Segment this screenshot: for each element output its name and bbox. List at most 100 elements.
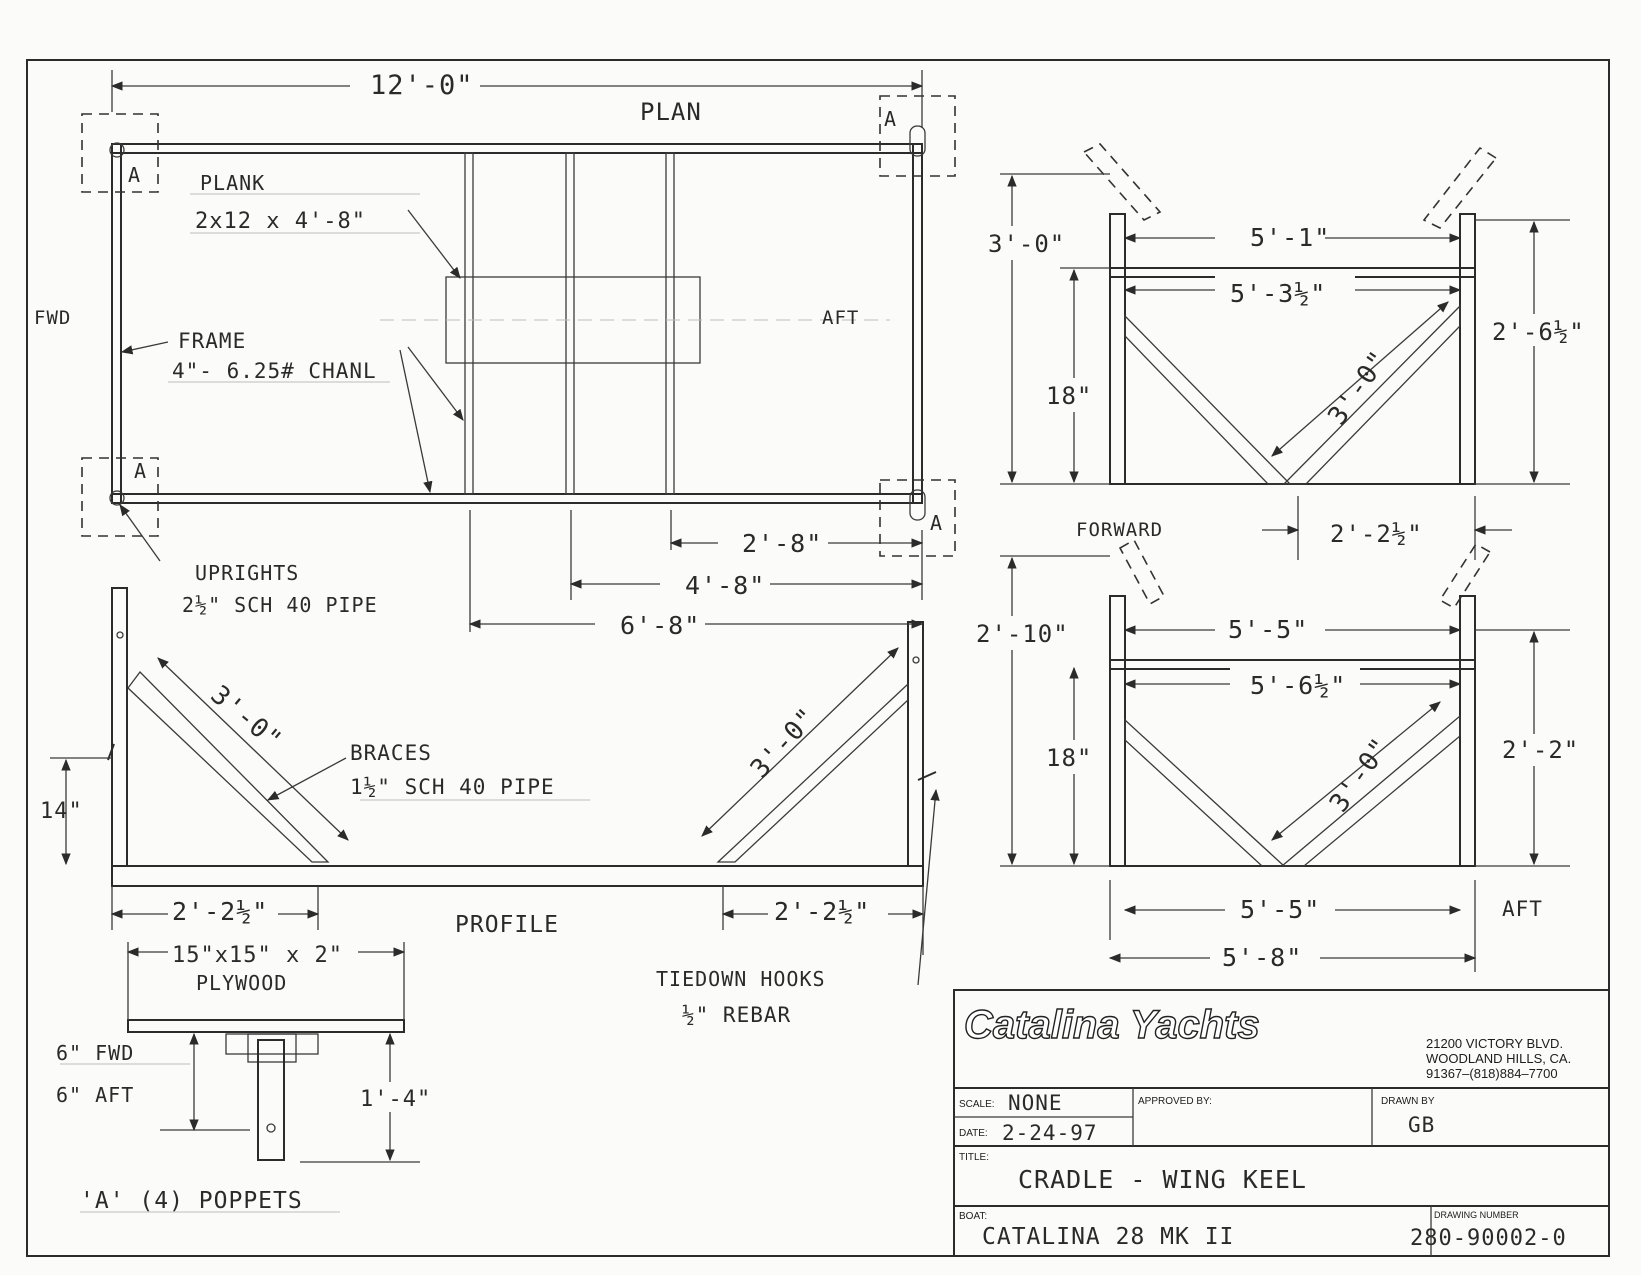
fwd-crossbar — [1109, 267, 1476, 278]
poppet-mark-3: A — [884, 107, 897, 131]
aft-crossbar — [1109, 659, 1476, 670]
plan-dim-2-8: 2'-8" — [742, 529, 822, 558]
plan-crossmember-2 — [565, 152, 575, 495]
aft-upright-right — [1459, 595, 1476, 867]
profile-base-frame — [111, 865, 924, 887]
profile-brace-aft-length: 3'-0" — [745, 702, 823, 784]
aft-brace-length: 3'-0" — [1324, 732, 1396, 817]
company-logo: Catalina Yachts — [964, 1003, 1260, 1047]
tiedown-size: ½" REBAR — [682, 1003, 791, 1027]
aft-height-18: 18" — [1046, 744, 1092, 772]
poppet-box-fwd-top — [81, 113, 159, 193]
plank-label: PLANK — [200, 171, 265, 195]
uprights-label: UPRIGHTS — [195, 561, 299, 585]
title-block: Catalina Yachts 21200 VICTORY BLVD. WOOD… — [953, 989, 1610, 1257]
date-value: 2-24-97 — [1002, 1121, 1098, 1145]
fwd-height-upper: 3'-0" — [988, 230, 1065, 258]
plank-size: 2x12 x 4'-8" — [195, 209, 366, 234]
aft-right-height: 2'-2" — [1502, 736, 1579, 764]
plan-plank — [445, 276, 701, 364]
fwd-poppet-arm-right — [1422, 146, 1498, 230]
plan-dim-4-8: 4'-8" — [685, 571, 765, 600]
title-label: TITLE: — [959, 1152, 989, 1163]
poppet-mark-4: A — [930, 511, 943, 535]
poppet-detail: 15"x15" x 2" PLYWOOD 6" FWD 6" AFT 1'-4"… — [56, 938, 431, 1214]
drawing-number-label: DRAWING NUMBER — [1434, 1210, 1519, 1220]
company-address-3: 91367–(818)884–7700 — [1426, 1066, 1558, 1081]
frame-label: FRAME — [178, 329, 246, 353]
plan-frame-fwd — [111, 143, 122, 504]
poppet-box-aft-bottom — [879, 479, 956, 557]
poppet-pad — [127, 1019, 405, 1033]
plan-frame-top — [111, 143, 923, 154]
scale-value: NONE — [1008, 1091, 1063, 1115]
braces-label: BRACES — [350, 741, 432, 765]
plan-fwd-label: FWD — [34, 307, 71, 329]
braces-size: 1½" SCH 40 PIPE — [350, 775, 555, 799]
fwd-upright-right — [1459, 213, 1476, 485]
plan-dim-6-8: 6'-8" — [620, 611, 700, 640]
plan-title: PLAN — [640, 98, 702, 126]
poppet-box-aft-top — [879, 95, 956, 177]
aft-view: 2'-10" 5'-5" 5'-6½" 18" 3'-0" 2'-2" 5'-5… — [975, 538, 1582, 974]
poppet-box-fwd-bottom — [81, 457, 159, 537]
plan-length: 12'-0" — [370, 70, 474, 101]
fwd-bottom-dim: 2'-2½" — [1330, 520, 1423, 548]
aft-poppet-arm-right — [1438, 542, 1492, 610]
drawn-by-value: GB — [1408, 1113, 1435, 1137]
profile-title: PROFILE — [455, 912, 559, 938]
date-label: DATE: — [959, 1128, 988, 1139]
aft-brace-left — [1124, 718, 1286, 867]
plan-frame-aft — [912, 143, 923, 504]
profile-brace-aft — [716, 682, 909, 863]
fwd-height-18: 18" — [1046, 382, 1092, 410]
plan-aft-label: AFT — [822, 307, 859, 329]
aft-base-width: 5'-5" — [1240, 895, 1320, 924]
drawing-title: CRADLE - WING KEEL — [1018, 1165, 1307, 1194]
aft-label: AFT — [1502, 897, 1543, 921]
poppet-pad-material: PLYWOOD — [196, 971, 287, 995]
aft-height-upper: 2'-10" — [976, 620, 1069, 648]
poppet-circle-aft-bottom — [909, 489, 926, 521]
boat-value: CATALINA 28 MK II — [982, 1224, 1234, 1250]
poppet-mark-1: A — [128, 163, 141, 187]
tiedown-label: TIEDOWN HOOKS — [656, 967, 826, 991]
approved-label: APPROVED BY: — [1138, 1096, 1212, 1107]
scale-label: SCALE: — [959, 1099, 995, 1110]
boat-label: BOAT: — [959, 1211, 987, 1222]
poppet-circle-aft-top — [909, 125, 926, 157]
profile-dim-left: 2'-2½" — [172, 897, 268, 926]
plan-crossmember-1 — [464, 152, 474, 495]
plan-frame-bottom — [111, 493, 923, 504]
fwd-bar-width: 5'-3½" — [1230, 279, 1326, 308]
plan-view: 12'-0" PLAN FWD AFT PLANK 2x12 x 4'-8" F… — [34, 68, 956, 640]
aft-poppet-arm-left — [1118, 538, 1166, 606]
fwd-brace-length: 3'-0" — [1322, 345, 1394, 430]
fwd-upright-left — [1109, 213, 1126, 485]
poppet-height: 1'-4" — [360, 1087, 431, 1112]
plan-crossmember-3 — [665, 152, 675, 495]
fwd-poppet-arm-left — [1082, 143, 1162, 221]
fwd-right-height: 2'-6½" — [1492, 318, 1585, 346]
uprights-size: 2½" SCH 40 PIPE — [182, 593, 378, 617]
sheet-border — [26, 59, 1610, 1257]
profile-height-14: 14" — [40, 799, 83, 824]
fwd-label: FORWARD — [1076, 519, 1163, 541]
fwd-top-width: 5'-1" — [1250, 223, 1330, 252]
poppet-bracket — [225, 1033, 319, 1055]
profile-dim-right: 2'-2½" — [774, 897, 870, 926]
forward-view: 5'-1" 5'-3½" 3'-0" 18" 3'-0" 2'-6½" FORW… — [980, 143, 1590, 560]
fwd-brace-left — [1124, 314, 1292, 485]
poppet-screw-post — [257, 1039, 285, 1161]
profile-upright-fwd — [111, 587, 128, 867]
frame-size: 4"- 6.25# CHANL — [172, 359, 377, 383]
drawing-number: 280-90002-0 — [1410, 1226, 1567, 1251]
aft-overall-width: 5'-8" — [1222, 943, 1302, 972]
drawn-by-label: DRAWN BY — [1381, 1096, 1435, 1107]
poppet-fwd-note: 6" FWD — [56, 1041, 134, 1065]
poppet-aft-note: 6" AFT — [56, 1083, 134, 1107]
company-address-1: 21200 VICTORY BLVD. — [1426, 1036, 1563, 1051]
poppet-pad-size: 15"x15" x 2" — [172, 943, 343, 968]
poppet-circle-fwd-bottom — [109, 490, 125, 506]
